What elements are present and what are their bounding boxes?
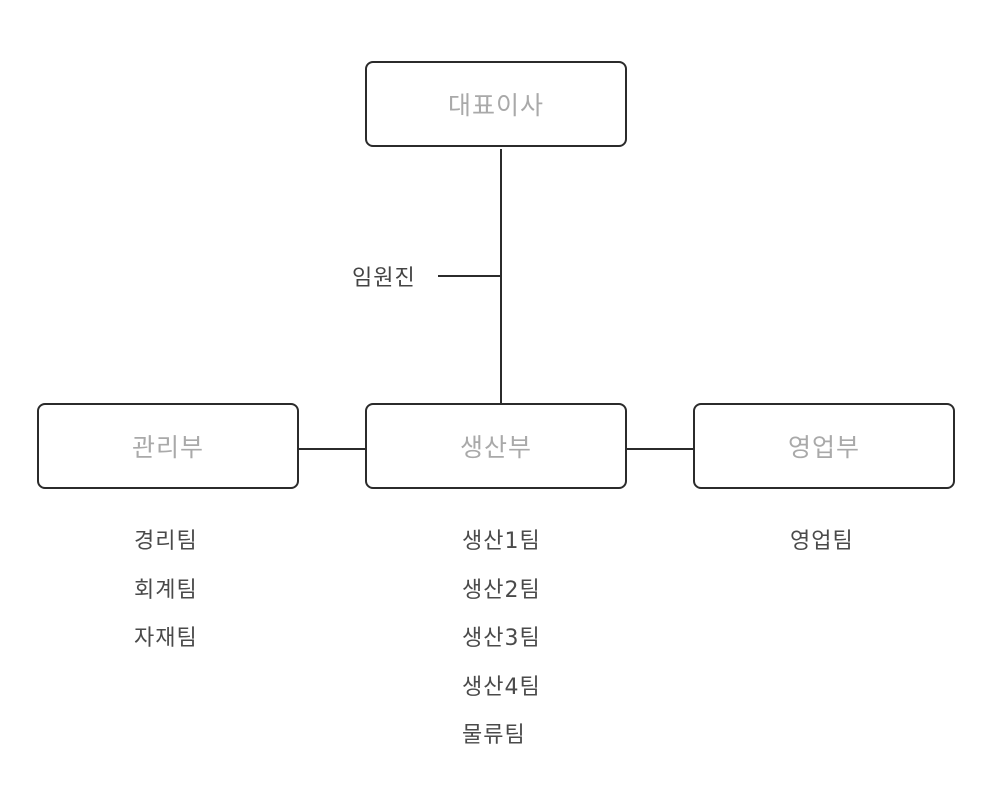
department-label-production: 생산부 (459, 433, 532, 462)
team-list-sales: 영업팀 (790, 528, 990, 577)
ceo-node: 대표이사 (365, 61, 627, 147)
team-item: 회계팀 (134, 577, 198, 603)
department-node-production: 생산부 (365, 403, 627, 489)
team-list-production: 생산1팀 생산2팀 생산3팀 생산4팀 물류팀 (462, 528, 662, 771)
team-item: 물류팀 (462, 723, 526, 748)
team-item: 경리팀 (134, 529, 198, 554)
team-item: 자재팀 (134, 626, 198, 651)
ceo-label: 대표이사 (447, 91, 544, 120)
department-node-sales: 영업부 (693, 403, 955, 489)
department-node-admin: 관리부 (37, 403, 299, 489)
team-item: 생산4팀 (462, 674, 541, 700)
team-item: 생산2팀 (462, 577, 541, 603)
department-label-sales: 영업부 (787, 433, 860, 462)
executive-label: 임원진 (352, 266, 416, 291)
department-label-admin: 관리부 (131, 433, 204, 462)
team-item: 생산3팀 (462, 626, 541, 651)
team-list-admin: 경리팀 회계팀 자재팀 (134, 528, 334, 674)
team-item: 영업팀 (790, 529, 854, 554)
team-item: 생산1팀 (462, 529, 541, 554)
